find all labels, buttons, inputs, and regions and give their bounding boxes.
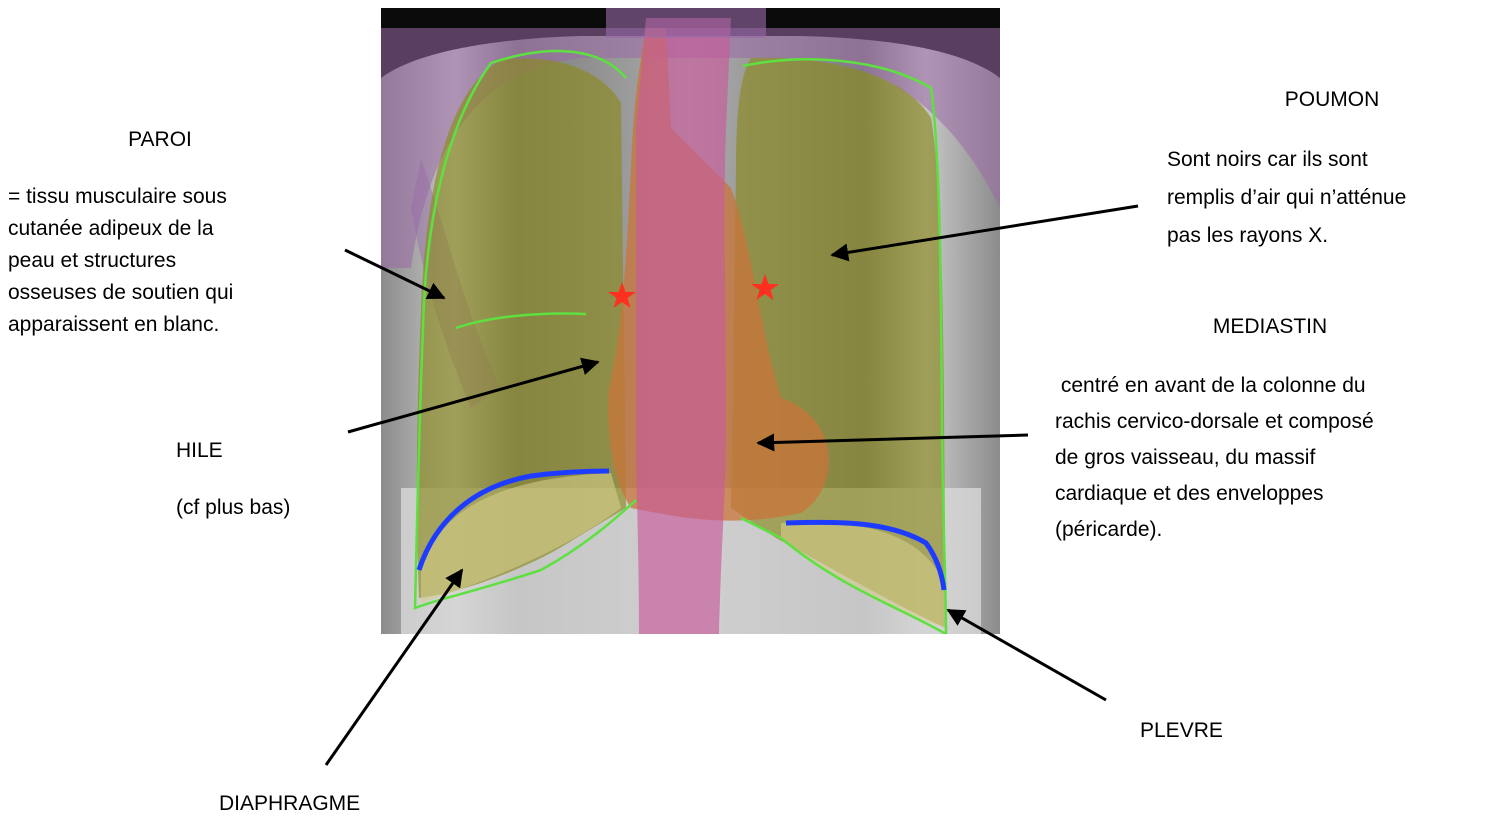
paroi-line: osseuses de soutien qui [8, 279, 233, 307]
chest-xray-image [381, 8, 1000, 634]
poumon-line: remplis d’air qui n’atténue [1167, 184, 1406, 212]
mediastin-line: cardiaque et des enveloppes [1055, 480, 1324, 508]
paroi-line: = tissu musculaire sous [8, 183, 227, 211]
poumon-line: pas les rayons X. [1167, 222, 1328, 250]
mediastin-line: centré en avant de la colonne du [1055, 372, 1366, 400]
plevre-title: PLEVRE [1140, 717, 1223, 745]
poumon-line: Sont noirs car ils sont [1167, 146, 1368, 174]
paroi-line: apparaissent en blanc. [8, 311, 219, 339]
hile-note: (cf plus bas) [176, 494, 290, 522]
paroi-title: PAROI [110, 126, 210, 154]
hile-title: HILE [176, 437, 223, 465]
mediastin-line: (péricarde). [1055, 516, 1162, 544]
neck-overlay [606, 8, 766, 38]
poumon-title: POUMON [1262, 86, 1402, 114]
mediastin-line: rachis cervico-dorsale et composé [1055, 408, 1374, 436]
mediastin-title: MEDIASTIN [1200, 313, 1340, 341]
paroi-line: peau et structures [8, 247, 176, 275]
trachea-overlay [636, 18, 731, 634]
mediastin-line: de gros vaisseau, du massif [1055, 444, 1315, 472]
paroi-line: cutanée adipeux de la [8, 215, 214, 243]
